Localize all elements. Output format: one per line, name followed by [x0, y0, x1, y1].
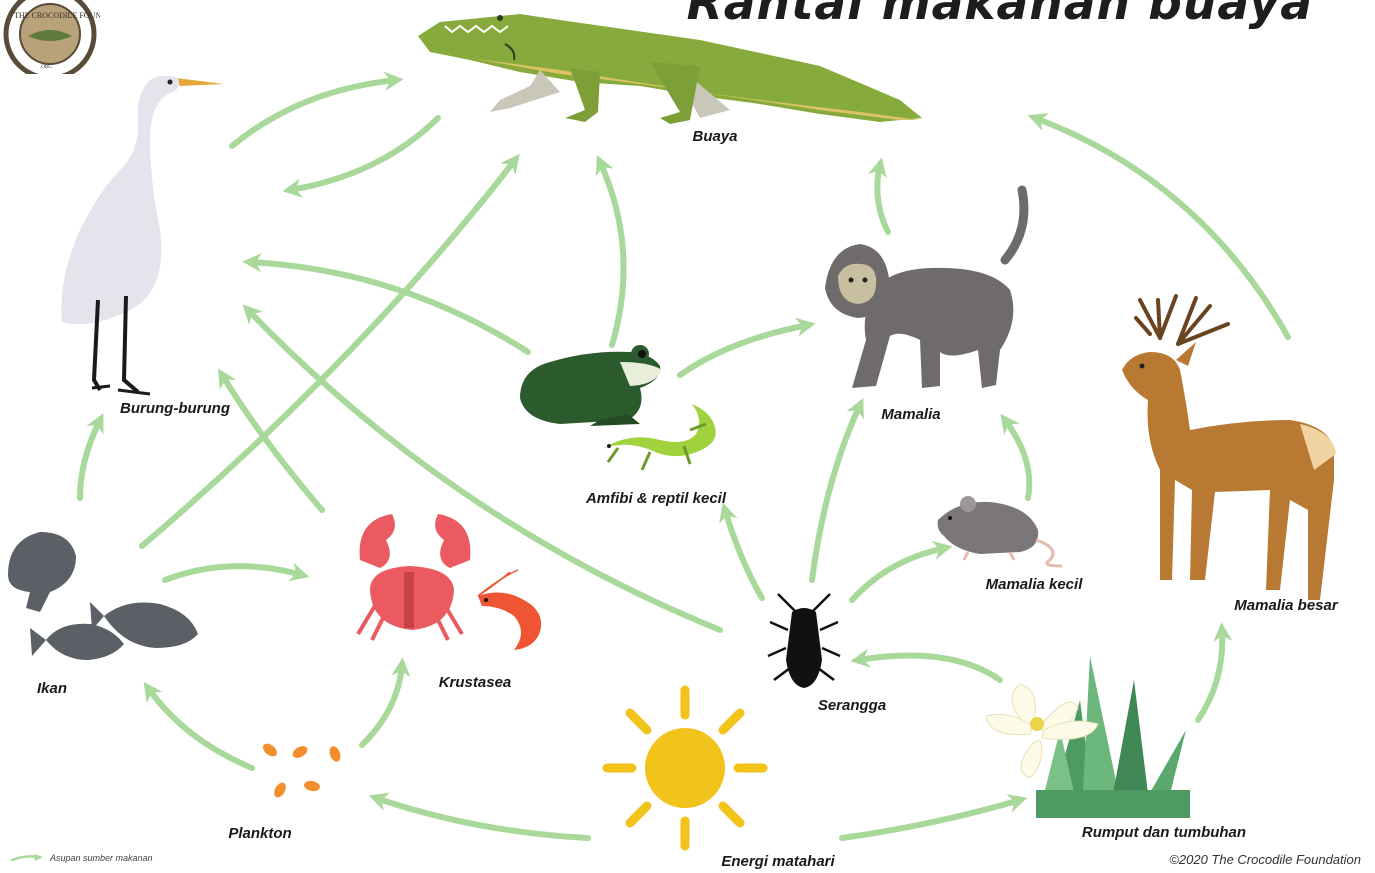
arrow-croc-to-heron [290, 118, 438, 190]
arrow-grass-to-insect [858, 656, 1000, 681]
arrow-heron-to-croc [232, 80, 396, 146]
label-energi: Energi matahari [721, 853, 834, 870]
arrow-sun-to-plankton [376, 798, 588, 838]
label-serangga: Serangga [818, 697, 886, 714]
insect-icon [768, 594, 840, 688]
logo-ring-text: THE CROCODILE FOUNDATION [14, 11, 100, 20]
arrow-insect-to-rat [852, 548, 945, 600]
plankton-icon [261, 741, 343, 799]
crab-icon [358, 514, 470, 640]
crocodile-foundation-logo: THE CROCODILE FOUNDATION .ORG [0, 0, 100, 74]
arrow-insect-to-amfibi [725, 510, 762, 598]
arrow-frog-to-croc [600, 162, 624, 345]
sun-icon [607, 690, 763, 846]
arrow-grass-to-deer [1198, 630, 1222, 720]
label-buaya: Buaya [692, 128, 737, 145]
monkey-icon [825, 190, 1024, 388]
arrow-monkey-to-croc [877, 165, 888, 232]
label-burung: Burung-burung [120, 400, 230, 417]
copyright: ©2020 The Crocodile Foundation [1169, 852, 1361, 867]
legend-label: Asupan sumber makanan [50, 853, 153, 863]
label-plankton: Plankton [228, 825, 291, 842]
label-amfibi: Amfibi & reptil kecil [586, 490, 726, 507]
label-mamalia-kecil: Mamalia kecil [986, 576, 1083, 593]
label-ikan: Ikan [37, 680, 67, 697]
arrow-fish-to-crab [165, 566, 302, 580]
arrow-sun-to-grass [842, 800, 1020, 838]
label-mamalia: Mamalia [881, 406, 940, 423]
arrow-frog-to-monkey [680, 325, 808, 375]
legend-arrow-icon [10, 853, 44, 863]
arrow-fish-to-heron [80, 420, 100, 498]
label-rumput: Rumput dan tumbuhan [1082, 824, 1246, 841]
shrimp-icon [478, 570, 541, 650]
arrow-plankton-to-fish [148, 688, 252, 768]
rat-icon [938, 496, 1062, 566]
frog-icon [520, 345, 662, 426]
logo-bottom-text: .ORG [40, 65, 52, 70]
heron-icon [61, 76, 224, 394]
arrow-rat-to-monkey [1005, 420, 1029, 498]
label-mamalia-besar: Mamalia besar [1234, 597, 1337, 614]
arrow-insect-to-monkey [812, 405, 860, 580]
arrow-plankton-to-crab [362, 665, 402, 745]
arrow-deer-to-croc [1035, 118, 1288, 337]
legend: Asupan sumber makanan [10, 853, 153, 863]
deer-icon [1122, 296, 1336, 600]
label-krustasea: Krustasea [439, 674, 512, 691]
fish-icon [8, 532, 198, 660]
arrows [80, 80, 1288, 838]
page-title: Rantai makanan buaya [687, 0, 1313, 30]
